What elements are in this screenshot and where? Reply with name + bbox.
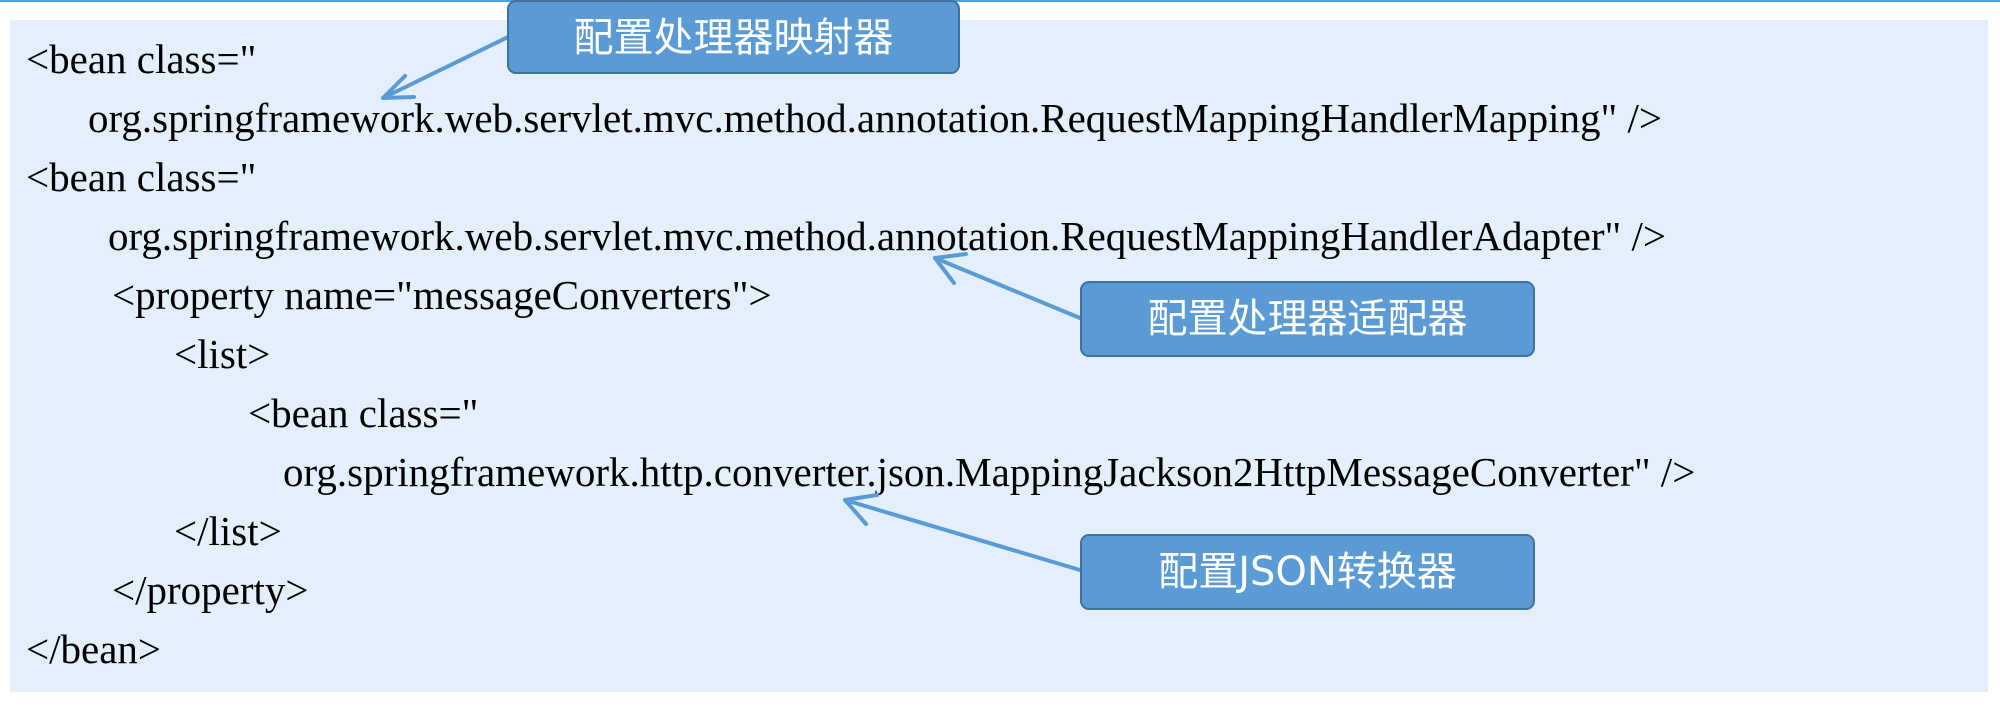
code-line-bean-close: </bean> (26, 626, 162, 672)
code-line-json-converter-class: org.springframework.http.converter.json.… (283, 449, 1696, 495)
code-line-bean-open-3: <bean class=" (248, 390, 479, 436)
code-line-handler-adapter-class: org.springframework.web.servlet.mvc.meth… (108, 213, 1666, 259)
callout-json-converter: 配置JSON转换器 (1080, 534, 1535, 610)
top-divider-line (0, 0, 2000, 2)
code-line-property-open: <property name="messageConverters"> (112, 272, 772, 318)
callout-handler-adapter: 配置处理器适配器 (1080, 281, 1535, 357)
code-line-bean-open-2: <bean class=" (26, 154, 257, 200)
code-line-list-close: </list> (174, 508, 282, 554)
code-line-list-open: <list> (174, 331, 271, 377)
code-line-handler-mapping-class: org.springframework.web.servlet.mvc.meth… (88, 95, 1662, 141)
code-panel (10, 20, 1988, 692)
code-line-property-close: </property> (112, 567, 309, 613)
code-line-bean-open-1: <bean class=" (26, 36, 257, 82)
callout-handler-mapping: 配置处理器映射器 (507, 0, 960, 74)
